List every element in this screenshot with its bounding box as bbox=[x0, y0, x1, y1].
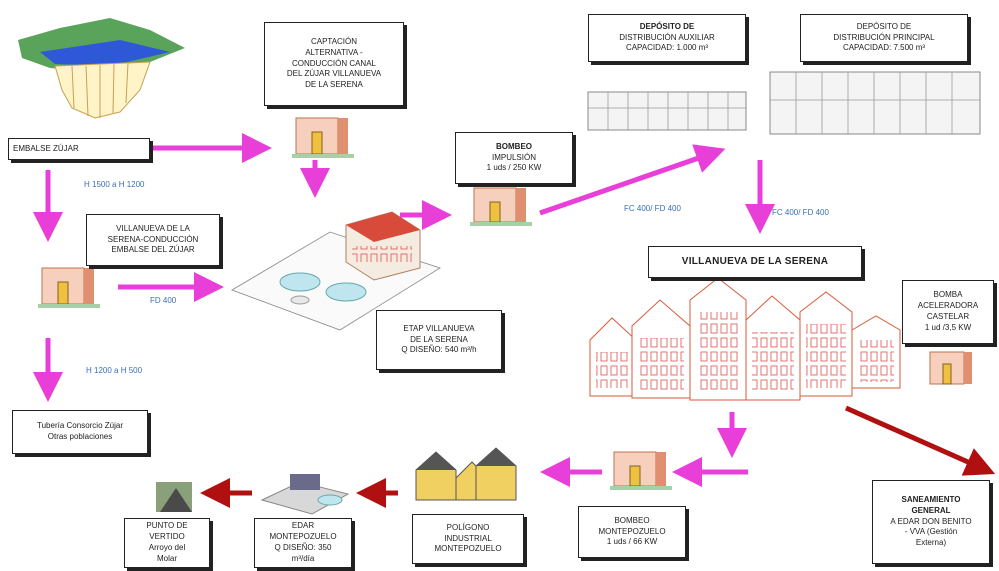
bomba-aceleradora-box: BOMBA ACELERADORA CASTELAR 1 ud /3,5 KW bbox=[902, 280, 994, 344]
punto-vertido-line: Arroyo del bbox=[148, 543, 186, 552]
saneamiento-line: GENERAL bbox=[911, 505, 951, 515]
pipe-label-fc2: FC 400/ FD 400 bbox=[772, 208, 829, 217]
etap-line: DE LA SERENA bbox=[410, 334, 468, 344]
edar-line: Q DISEÑO: 350 bbox=[274, 543, 332, 552]
auxiliary-tank-illustration bbox=[587, 91, 747, 131]
bombeo-montepozuelo-line: BOMBEO bbox=[614, 515, 650, 525]
edar-line: MONTEPOZUELO bbox=[269, 532, 337, 542]
deposito-aux-line: DEPÓSITO DE bbox=[639, 21, 695, 31]
flow-arrows bbox=[33, 133, 775, 487]
bombeo-impulsion-line: IMPULSIÓN bbox=[491, 152, 536, 162]
bombeo-montepozuelo-line: MONTEPOZUELO bbox=[598, 526, 666, 536]
pipe-label-h1: H 1500 a H 1200 bbox=[84, 180, 145, 189]
saneamiento-line: A EDAR DON BENITO bbox=[890, 516, 972, 526]
pipe-label-fc1: FC 400/ FD 400 bbox=[624, 204, 681, 213]
principal-tank-illustration bbox=[769, 71, 981, 135]
saneamiento-box: SANEAMIENTO GENERAL A EDAR DON BENITO - … bbox=[872, 480, 990, 564]
embalse-label: EMBALSE ZÚJAR bbox=[13, 143, 79, 153]
pump-house-icon-impulsion bbox=[470, 187, 532, 226]
villanueva-box: VILLANUEVA DE LA SERENA bbox=[648, 246, 862, 278]
villanueva-label: VILLANUEVA DE LA SERENA bbox=[681, 256, 829, 268]
poligono-box: POLÍGONO INDUSTRIAL MONTEPOZUELO bbox=[412, 514, 524, 564]
etap-plant-illustration bbox=[231, 211, 441, 331]
captacion-line: CAPTACIÓN bbox=[310, 37, 358, 46]
captacion-line: CONDUCCIÓN CANAL bbox=[291, 58, 376, 68]
pipe-label-h2: H 1200 a H 500 bbox=[86, 366, 143, 375]
etap-box: ETAP VILLANUEVA DE LA SERENA Q DISEÑO: 5… bbox=[376, 310, 502, 370]
edar-illustration bbox=[260, 474, 350, 515]
captacion-line: DEL ZÚJAR VILLANUEVA bbox=[286, 69, 382, 79]
saneamiento-line: SANEAMIENTO bbox=[901, 495, 961, 504]
tuberia-line: Tubería Consorcio Zújar bbox=[37, 421, 123, 431]
bombeo-montepozuelo-box: BOMBEO MONTEPOZUELO 1 uds / 66 KW bbox=[578, 506, 686, 558]
tuberia-box: Tubería Consorcio Zújar Otras poblacione… bbox=[12, 410, 148, 454]
punto-vertido-line: Molar bbox=[156, 553, 177, 563]
deposito-principal-box: DEPÓSITO DE DISTRIBUCIÓN PRINCIPAL CAPAC… bbox=[800, 14, 968, 62]
pump-house-icon-castelar bbox=[929, 351, 972, 385]
poligono-line: POLÍGONO bbox=[446, 522, 490, 532]
edar-line: EDAR bbox=[291, 521, 315, 531]
villanueva-conduccion-line: SERENA-CONDUCCIÓN bbox=[107, 234, 199, 244]
punto-vertido-line: PUNTO DE bbox=[146, 521, 188, 531]
bomba-aceleradora-line: BOMBA bbox=[933, 290, 963, 300]
edar-box: EDAR MONTEPOZUELO Q DISEÑO: 350 m³/día bbox=[254, 518, 352, 568]
captacion-box: CAPTACIÓN ALTERNATIVA - CONDUCCIÓN CANAL… bbox=[264, 22, 404, 106]
bomba-aceleradora-line: ACELERADORA bbox=[917, 301, 979, 311]
pipe-label-fd400: FD 400 bbox=[150, 296, 177, 305]
bombeo-impulsion-line: 1 uds / 250 KW bbox=[486, 163, 542, 173]
deposito-aux-box: DEPÓSITO DE DISTRIBUCIÓN AUXILIAR CAPACI… bbox=[588, 14, 746, 62]
punto-vertido-box: PUNTO DE VERTIDO Arroyo del Molar bbox=[124, 518, 210, 568]
etap-line: Q DISEÑO: 540 m³/h bbox=[401, 345, 477, 355]
poligono-line: INDUSTRIAL bbox=[444, 533, 492, 543]
villanueva-conduccion-line: VILLANUEVA DE LA bbox=[116, 223, 190, 233]
bomba-aceleradora-line: CASTELAR bbox=[926, 312, 970, 321]
embalse-box: EMBALSE ZÚJAR bbox=[8, 138, 150, 160]
villanueva-conduccion-line: EMBALSE DEL ZÚJAR bbox=[111, 245, 195, 255]
bomba-aceleradora-line: 1 ud /3,5 KW bbox=[924, 322, 972, 332]
captacion-line: ALTERNATIVA - bbox=[305, 47, 363, 57]
saneamiento-line: Externa) bbox=[915, 538, 947, 548]
pump-house-icon-captacion bbox=[292, 117, 354, 158]
punto-vertido-line: VERTIDO bbox=[149, 532, 185, 542]
deposito-principal-line: CAPACIDAD: 7.500 m³ bbox=[842, 43, 926, 53]
deposito-aux-line: DISTRIBUCIÓN AUXILIAR bbox=[619, 32, 715, 42]
waste-arrows bbox=[200, 405, 996, 508]
bombeo-montepozuelo-line: 1 uds / 66 KW bbox=[606, 537, 658, 547]
town-illustration bbox=[589, 277, 901, 401]
deposito-principal-line: DISTRIBUCIÓN PRINCIPAL bbox=[833, 32, 935, 42]
captacion-line: DE LA SERENA bbox=[305, 80, 363, 90]
saneamiento-line: - VVA (Gestión bbox=[904, 527, 958, 537]
villanueva-conduccion-box: VILLANUEVA DE LA SERENA-CONDUCCIÓN EMBAL… bbox=[86, 214, 220, 266]
edar-line: m³/día bbox=[291, 553, 315, 563]
discharge-point-illustration bbox=[156, 482, 192, 512]
bombeo-impulsion-box: BOMBEO IMPULSIÓN 1 uds / 250 KW bbox=[455, 132, 573, 184]
etap-line: ETAP VILLANUEVA bbox=[403, 323, 475, 333]
tuberia-line: Otras poblaciones bbox=[47, 432, 113, 441]
deposito-aux-line: CAPACIDAD: 1.000 m³ bbox=[625, 43, 709, 53]
pump-house-icon-conduccion bbox=[38, 267, 100, 308]
industrial-buildings-illustration bbox=[415, 447, 517, 501]
pump-house-icon-montepozuelo bbox=[610, 451, 672, 490]
reservoir-illustration bbox=[18, 18, 185, 119]
bombeo-impulsion-line: BOMBEO bbox=[496, 141, 532, 151]
poligono-line: MONTEPOZUELO bbox=[434, 544, 502, 554]
deposito-principal-line: DEPÓSITO DE bbox=[856, 21, 912, 31]
